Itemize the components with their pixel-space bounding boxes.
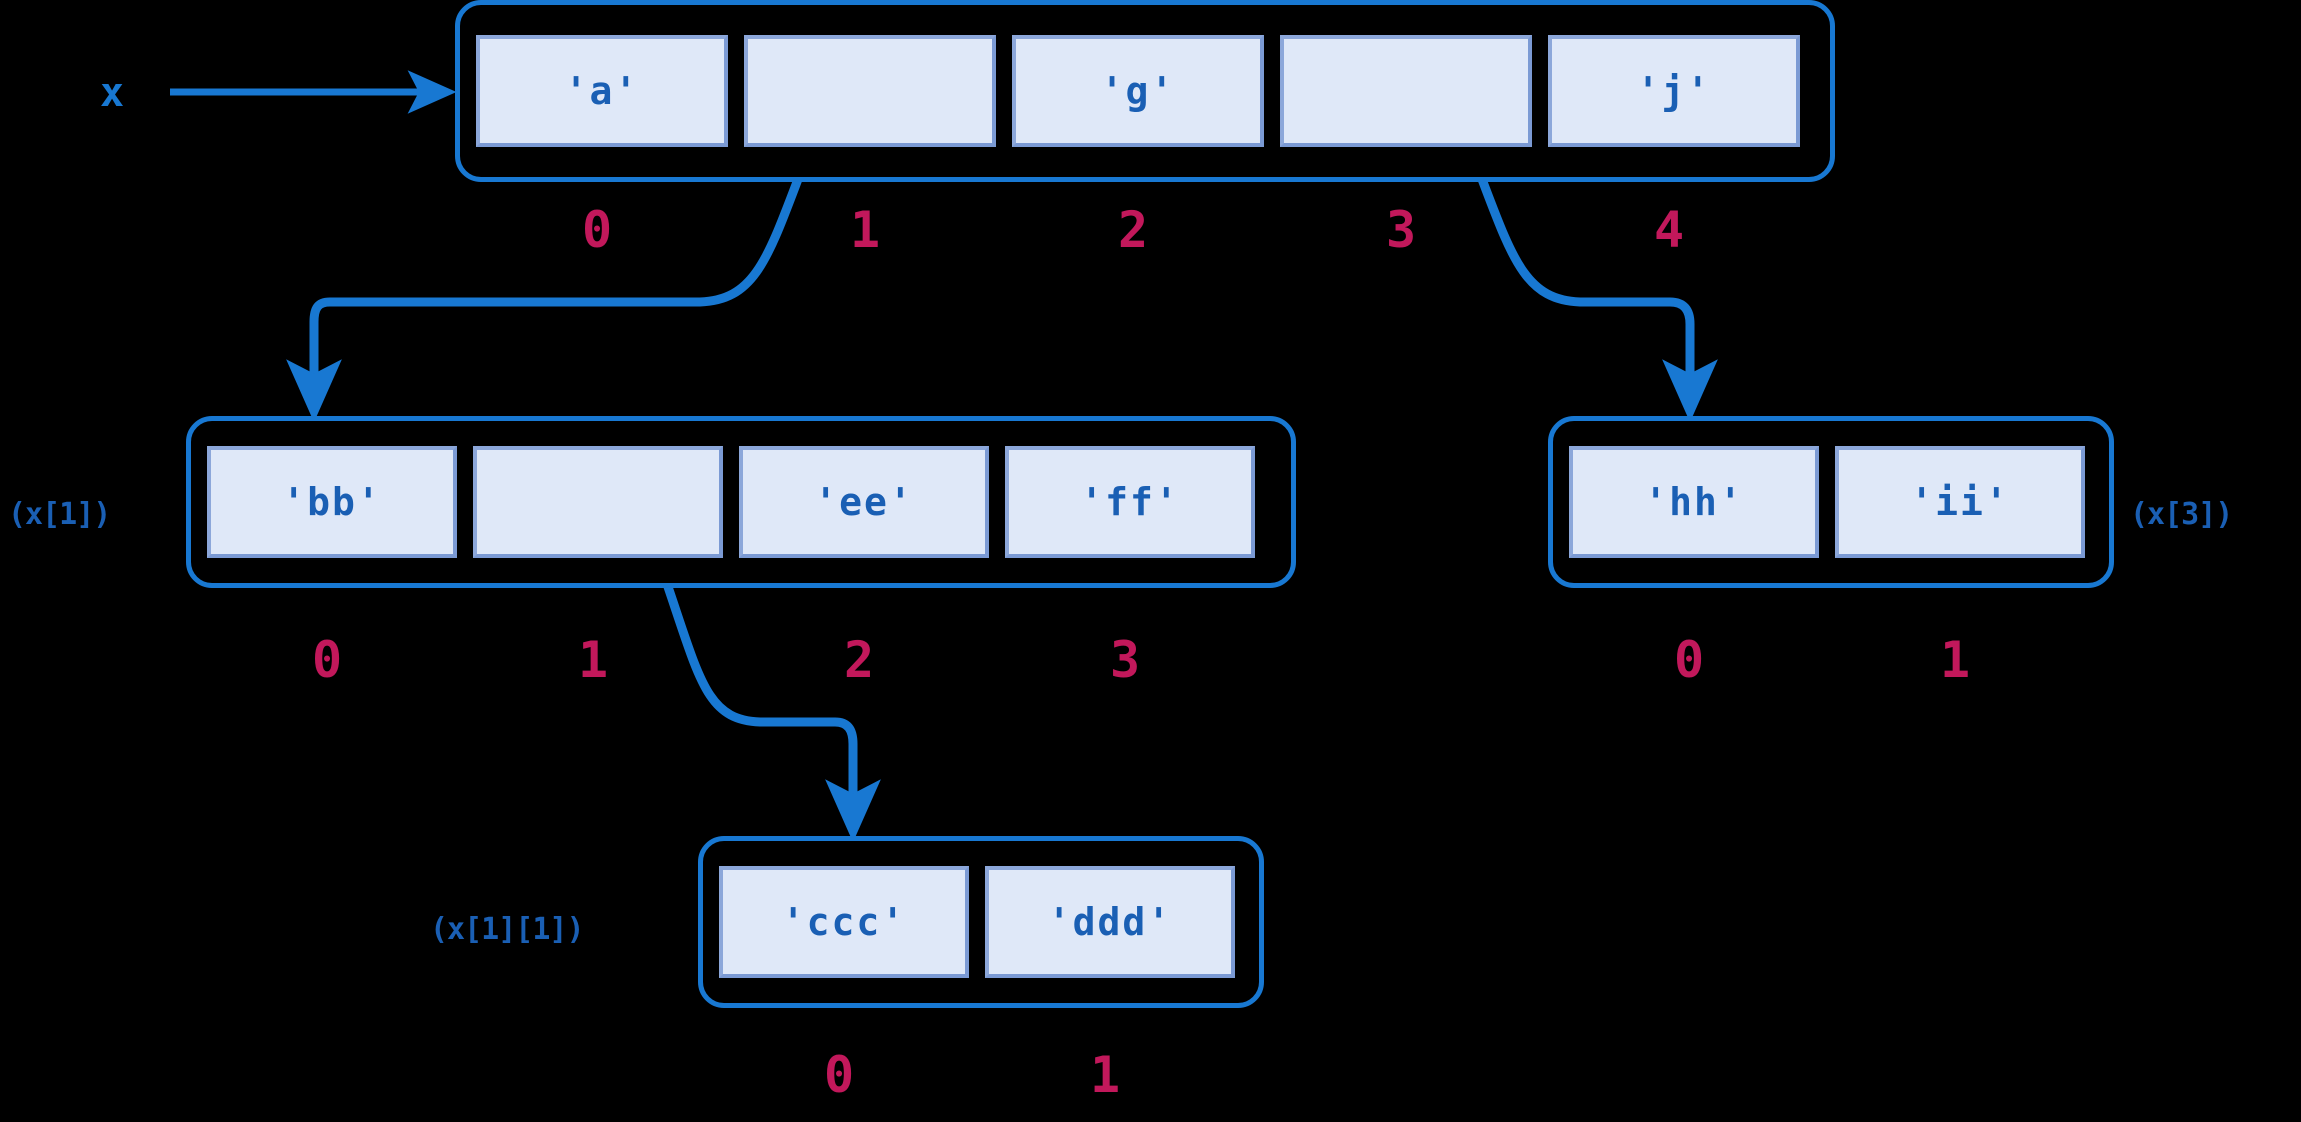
list-root: 'a' 'g' 'j' — [455, 0, 1835, 182]
index-row-x3: 0 1 — [1564, 635, 2098, 685]
cell-x3-1[interactable]: 'ii' — [1835, 446, 2085, 558]
index-row-root: 0 1 2 3 4 — [471, 205, 1819, 255]
cell-x1-3[interactable]: 'ff' — [1005, 446, 1255, 558]
index-root-2: 2 — [1117, 201, 1149, 259]
label-x1-1: (x[1][1]) — [430, 912, 585, 947]
cell-x3-0[interactable]: 'hh' — [1569, 446, 1819, 558]
label-x1: (x[1]) — [8, 497, 111, 532]
list-x3: 'hh' 'ii' — [1548, 416, 2114, 588]
cell-x1-1-1[interactable]: 'ddd' — [985, 866, 1235, 978]
arrow-x1-1-to-x1-1list — [660, 573, 881, 843]
cell-root-0[interactable]: 'a' — [476, 35, 728, 147]
cell-root-3[interactable] — [1280, 35, 1532, 147]
arrow-root1-to-x1 — [286, 143, 815, 423]
cell-root-1[interactable] — [744, 35, 996, 147]
variable-label-x: x — [100, 70, 125, 116]
index-row-x1: 0 1 2 3 — [202, 635, 1280, 685]
label-x3: (x[3]) — [2130, 497, 2233, 532]
cell-x1-1-0[interactable]: 'ccc' — [719, 866, 969, 978]
index-root-4: 4 — [1653, 201, 1685, 259]
index-x1-2: 2 — [843, 631, 875, 689]
cell-root-2[interactable]: 'g' — [1012, 35, 1264, 147]
list-x1: 'bb' 'ee' 'ff' — [186, 416, 1296, 588]
index-x3-0: 0 — [1673, 631, 1705, 689]
index-root-0: 0 — [581, 201, 613, 259]
index-x3-1: 1 — [1939, 631, 1971, 689]
cell-x1-1[interactable] — [473, 446, 723, 558]
cell-x1-0[interactable]: 'bb' — [207, 446, 457, 558]
cell-x1-2[interactable]: 'ee' — [739, 446, 989, 558]
index-row-x1-1: 0 1 — [714, 1050, 1248, 1100]
index-x1-1-1: 1 — [1089, 1046, 1121, 1104]
arrow-root3-to-x3 — [1465, 143, 1718, 423]
index-x1-1-0: 0 — [823, 1046, 855, 1104]
index-x1-0: 0 — [311, 631, 343, 689]
index-root-3: 3 — [1385, 201, 1417, 259]
list-x1-1: 'ccc' 'ddd' — [698, 836, 1264, 1008]
cell-root-4[interactable]: 'j' — [1548, 35, 1800, 147]
index-x1-3: 3 — [1109, 631, 1141, 689]
index-root-1: 1 — [849, 201, 881, 259]
index-x1-1: 1 — [577, 631, 609, 689]
